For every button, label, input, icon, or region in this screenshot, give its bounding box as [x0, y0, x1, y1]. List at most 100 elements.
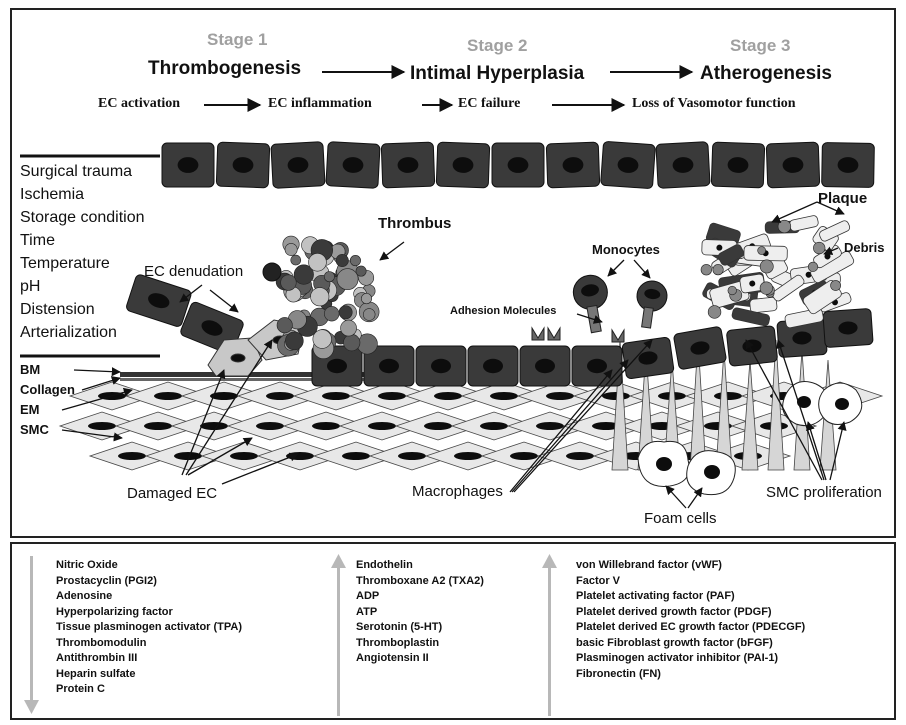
- list-item: Hyperpolarizing factor: [56, 605, 242, 621]
- cause-item: Arterialization: [20, 321, 145, 344]
- list-item: Angiotensin II: [356, 651, 484, 667]
- debris-label: Debris: [844, 240, 884, 255]
- ec-cell: [823, 308, 873, 347]
- ec-cell: [436, 142, 490, 188]
- smc-nucleus: [256, 422, 284, 430]
- ec-cell: [656, 142, 710, 189]
- ec-cell: [766, 142, 820, 188]
- smc-nucleus: [286, 452, 314, 460]
- ec-cell: [416, 346, 466, 386]
- ec-cell: [601, 141, 656, 189]
- cause-item: pH: [20, 275, 145, 298]
- thrombus-particle: [281, 275, 297, 291]
- ec-cell: [271, 142, 325, 189]
- plaque-label: Plaque: [818, 190, 867, 207]
- diagram-panel: Stage 1 Thrombogenesis Stage 2 Intimal H…: [10, 8, 896, 538]
- list-item: basic Fibroblast growth factor (bFGF): [576, 636, 805, 652]
- ec-nucleus: [379, 359, 399, 373]
- thrombus-particle: [336, 254, 348, 266]
- list-item: von Willebrand factor (vWF): [576, 558, 805, 574]
- debris-particle: [778, 220, 791, 233]
- thrombus-particle: [363, 309, 375, 321]
- stage-1-name: Thrombogenesis: [148, 58, 301, 80]
- up-arrow-icon: [331, 554, 346, 716]
- thrombus-particle: [263, 263, 281, 281]
- ec-cell: [726, 326, 778, 367]
- ec-denudation-label: EC denudation: [144, 263, 243, 280]
- layer-label-smc: SMC: [20, 422, 49, 437]
- thrombus-particle: [285, 332, 303, 350]
- cause-item: Ischemia: [20, 183, 145, 206]
- smc-nucleus: [454, 452, 482, 460]
- thrombus-particle: [309, 253, 327, 271]
- thrombus-particle: [361, 293, 371, 303]
- cause-item: Storage condition: [20, 206, 145, 229]
- healthy-endothelium: [162, 141, 874, 189]
- debris-particle: [713, 264, 724, 275]
- plaque-element: [749, 297, 777, 313]
- smc-spike: [742, 360, 758, 470]
- smc-nucleus: [342, 452, 370, 460]
- ec-cell: [162, 143, 214, 187]
- ec-nucleus: [587, 359, 607, 373]
- ec-cell: [622, 337, 675, 379]
- ec-nucleus: [535, 359, 555, 373]
- layer-label-collagen: Collagen: [20, 382, 75, 397]
- stage-3-label: Stage 3: [730, 36, 790, 56]
- ec-nucleus: [508, 157, 529, 173]
- stage-3-name: Atherogenesis: [700, 63, 832, 85]
- up-arrow-icon: [542, 554, 557, 716]
- list-item: Platelet derived growth factor (PDGF): [576, 605, 805, 621]
- smc-nucleus: [154, 392, 182, 400]
- factors-panel: Nitric Oxide Prostacyclin (PGI2) Adenosi…: [10, 542, 896, 720]
- increasing-factors-list-b: von Willebrand factor (vWF) Factor V Pla…: [576, 558, 805, 682]
- list-item: Heparin sulfate: [56, 667, 242, 683]
- thrombus-particle: [313, 330, 332, 349]
- smc-nucleus: [480, 422, 508, 430]
- smc-nucleus: [118, 452, 146, 460]
- thrombus-particle: [350, 255, 360, 265]
- debris-particle: [808, 262, 818, 272]
- thrombus-label: Thrombus: [378, 215, 451, 232]
- smc-nucleus: [490, 392, 518, 400]
- list-item: Nitric Oxide: [56, 558, 242, 574]
- ec-cell: [673, 326, 727, 370]
- progression-ec-activation: EC activation: [98, 96, 180, 112]
- smc-nucleus: [398, 452, 426, 460]
- thrombus-particle: [291, 255, 301, 265]
- stage-2-name: Intimal Hyperplasia: [410, 63, 584, 85]
- smc-nucleus: [714, 392, 742, 400]
- smc-nucleus: [424, 422, 452, 430]
- debris-particle: [701, 264, 712, 275]
- smc-proliferation-label: SMC proliferation: [766, 484, 882, 501]
- list-item: Endothelin: [356, 558, 484, 574]
- smc-nucleus: [368, 422, 396, 430]
- list-item: Prostacyclin (PGI2): [56, 574, 242, 590]
- list-item: Serotonin (5-HT): [356, 620, 484, 636]
- down-arrow-icon: [24, 556, 39, 714]
- thrombus-particle: [339, 306, 352, 319]
- ec-nucleus: [178, 157, 199, 173]
- thrombus-particle: [277, 317, 292, 332]
- monocytes: [571, 273, 669, 335]
- list-item: Platelet derived EC growth factor (PDECG…: [576, 620, 805, 636]
- ec-cell: [520, 346, 570, 386]
- list-item: Tissue plasminogen activator (TPA): [56, 620, 242, 636]
- list-item: Fibronectin (FN): [576, 667, 805, 683]
- macrophages-label: Macrophages: [412, 483, 503, 500]
- ec-cell: [492, 143, 544, 187]
- debris-particle: [758, 247, 766, 255]
- thrombus-particle: [324, 272, 334, 282]
- cause-item: Surgical trauma: [20, 160, 145, 183]
- list-item: Thromboxane A2 (TXA2): [356, 574, 484, 590]
- thrombus-particle: [337, 269, 358, 290]
- ec-nucleus: [327, 359, 347, 373]
- smc-nucleus: [510, 452, 538, 460]
- ec-cell: [216, 142, 270, 188]
- smc-nucleus: [434, 392, 462, 400]
- monocytes-label: Monocytes: [592, 242, 660, 257]
- smc-nucleus: [546, 392, 574, 400]
- decreasing-factors-list: Nitric Oxide Prostacyclin (PGI2) Adenosi…: [56, 558, 242, 698]
- increasing-factors-list-a: Endothelin Thromboxane A2 (TXA2) ADP ATP…: [356, 558, 484, 667]
- thrombus-particle: [311, 288, 329, 306]
